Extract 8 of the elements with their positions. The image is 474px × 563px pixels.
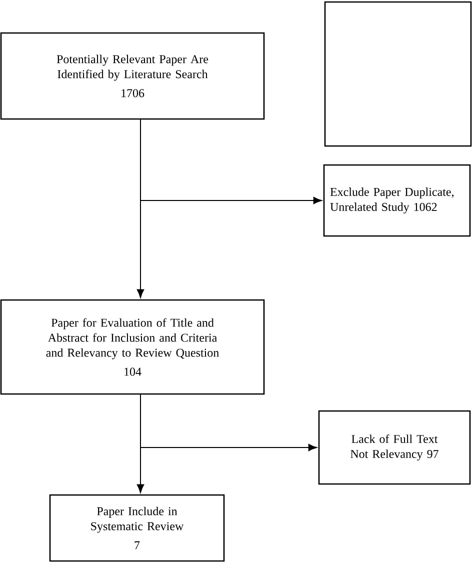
process-box: Potentially Relevant Paper Are Identified by Literature Search 1706: [0, 32, 265, 120]
process-box: Exclude Paper Duplicate, Unrelated Study 1062: [323, 164, 471, 237]
empty-box: [324, 1, 472, 147]
process-box: Paper Include in Systematic Review 7: [49, 494, 225, 562]
process-box: Paper for Evaluation of Title and Abstract for Inclusion and Criteria and Relevancy to Review Question 104: [0, 299, 265, 395]
arrow: [136, 119, 144, 298]
arrow: [136, 394, 144, 493]
process-box: Lack of Full Text Not Relevancy 97: [318, 410, 471, 485]
